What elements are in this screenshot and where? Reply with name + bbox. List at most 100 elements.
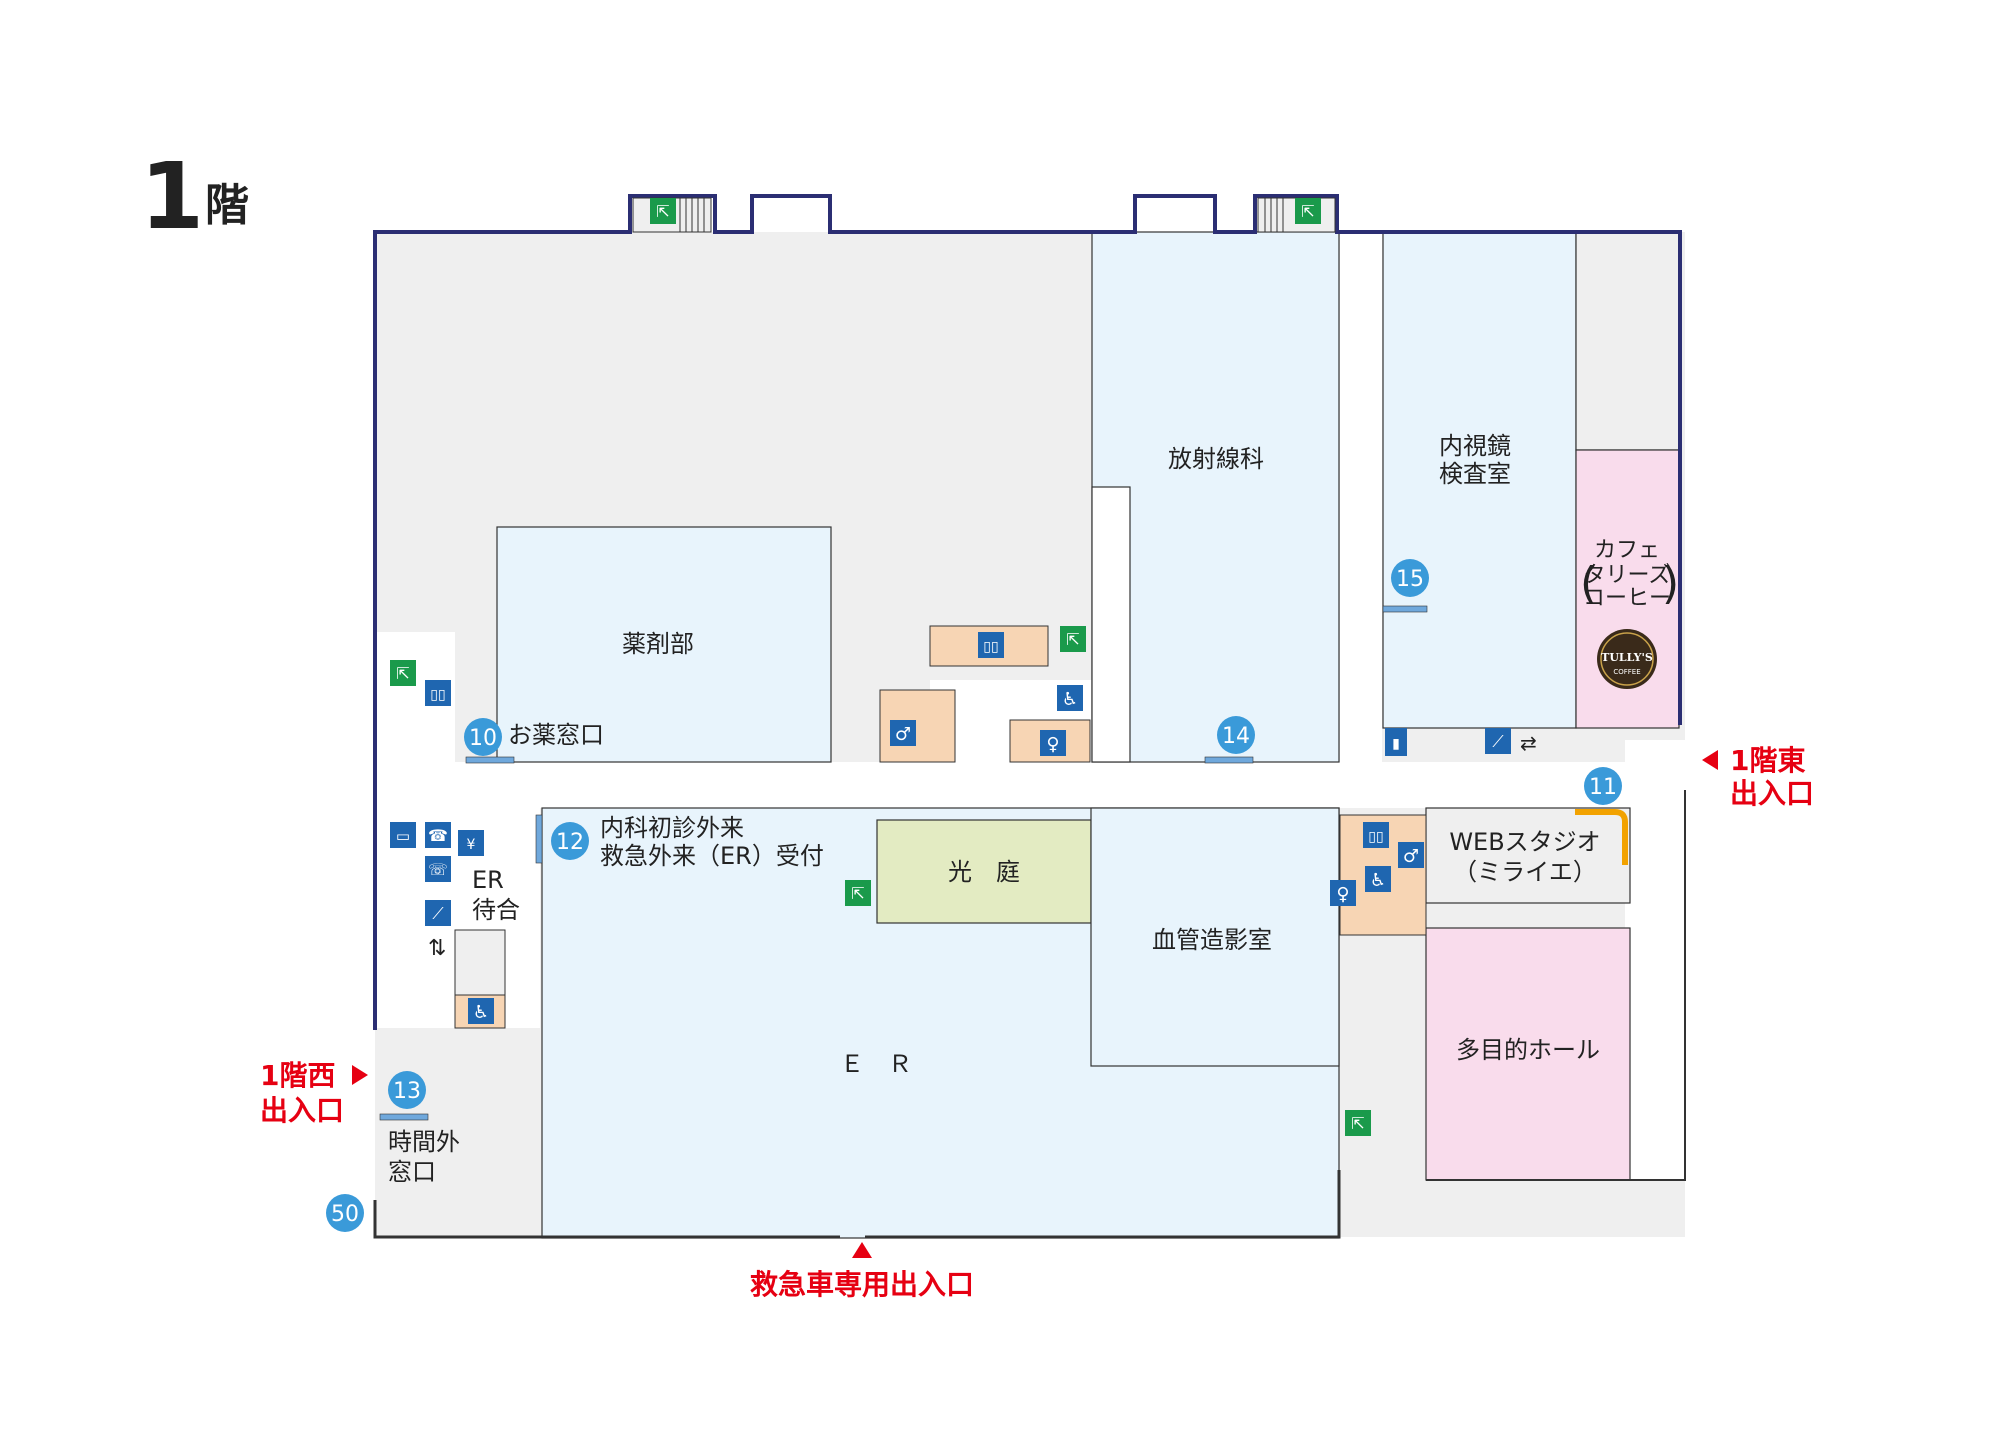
west-entrance-label-1: 1階西	[260, 1059, 335, 1092]
cafe-paren-open: (	[1580, 558, 1597, 609]
emergency-exit-icon: ⇱	[1295, 198, 1321, 224]
room-radiology	[1091, 231, 1340, 763]
tullys-coffee-logo: TULLY'S COFFEE	[1597, 629, 1657, 689]
elevator-icon: ▯▯	[978, 632, 1004, 658]
svg-text:♿: ♿	[1370, 870, 1386, 891]
svg-text:15: 15	[1396, 567, 1424, 592]
marker-12: 12	[551, 822, 589, 860]
public-phone-icon: ☏	[425, 856, 451, 882]
outer-wall-south	[373, 1170, 1341, 1239]
east-entrance-arrow	[1702, 750, 1718, 770]
svg-text:▯▯: ▯▯	[430, 687, 445, 703]
svg-text:▯▯: ▯▯	[983, 639, 998, 655]
cafe-paren-close: )	[1662, 558, 1679, 609]
emergency-exit-icon: ⇱	[845, 880, 871, 906]
svg-text:TULLY'S: TULLY'S	[1601, 651, 1653, 664]
svg-text:♀: ♀	[1046, 734, 1059, 755]
restroom-male-icon: ♂	[1398, 842, 1424, 868]
svg-text:11: 11	[1589, 775, 1617, 800]
elevator-icon: ▯▯	[1363, 822, 1389, 848]
svg-text:COFFEE: COFFEE	[1613, 668, 1640, 676]
counter-medicine	[465, 756, 515, 764]
corridor-north	[1340, 232, 1382, 772]
restroom-female-icon: ♀	[1040, 730, 1066, 756]
svg-text:☎: ☎	[428, 826, 448, 845]
room-cafe-upper	[1575, 231, 1680, 451]
label-after-hours-1: 時間外	[388, 1128, 460, 1156]
svg-text:⇱: ⇱	[1301, 202, 1314, 221]
room-hall	[1425, 927, 1631, 1181]
svg-text:♂: ♂	[1403, 846, 1419, 867]
room-angio	[1090, 807, 1340, 1067]
counter-er-reception	[535, 814, 543, 864]
marker-14: 14	[1217, 716, 1255, 754]
counter-endoscopy	[1382, 605, 1428, 613]
svg-text:13: 13	[393, 1079, 421, 1104]
marker-11: 11	[1584, 767, 1622, 805]
label-cafe-3: コーヒー	[1583, 586, 1671, 611]
svg-text:♀: ♀	[1336, 884, 1349, 905]
marker-15: 15	[1391, 559, 1429, 597]
label-angio: 血管造影室	[1152, 926, 1272, 954]
escalator-direction-arrows: ⇄	[1520, 731, 1537, 755]
svg-text:⇱: ⇱	[1066, 630, 1079, 649]
label-er: Ｅ Ｒ	[840, 1050, 912, 1078]
svg-text:10: 10	[469, 726, 497, 751]
label-courtyard: 光 庭	[948, 858, 1020, 886]
label-medicine-window: お薬窓口	[508, 721, 604, 749]
tv-icon: ▭	[390, 822, 416, 848]
svg-text:⟋: ⟋	[432, 904, 444, 923]
courtyard-overlay	[876, 819, 1092, 924]
label-cafe-1: カフェ	[1594, 538, 1660, 563]
ambulance-entrance-arrow	[852, 1242, 872, 1258]
svg-text:⇱: ⇱	[656, 202, 669, 221]
emergency-exit-icon: ⇱	[650, 198, 676, 224]
emergency-exit-icon: ⇱	[1060, 626, 1086, 652]
svg-text:▮: ▮	[1392, 736, 1400, 752]
escalator-direction-arrows: ⇅	[428, 936, 446, 961]
marker-50: 50	[326, 1194, 364, 1232]
label-internal-2: 救急外来（ER）受付	[600, 842, 824, 870]
restroom-male-icon: ♂	[890, 720, 916, 746]
floor-number: 1	[140, 143, 204, 250]
svg-text:50: 50	[331, 1202, 359, 1227]
west-entrance-arrow	[352, 1065, 368, 1085]
svg-text:⇱: ⇱	[851, 884, 864, 903]
floor-kanji: 階	[205, 180, 249, 231]
east-entrance-label-1: 1階東	[1730, 744, 1805, 777]
svg-text:♿: ♿	[473, 1002, 489, 1023]
svg-text:⟋: ⟋	[1492, 732, 1504, 751]
east-entrance-label-2: 出入口	[1730, 777, 1814, 810]
label-endoscopy-2: 検査室	[1439, 460, 1511, 488]
label-radiology: 放射線科	[1168, 445, 1264, 473]
label-after-hours-2: 窓口	[388, 1158, 436, 1186]
svg-text:12: 12	[556, 830, 584, 855]
marker-13: 13	[388, 1071, 426, 1109]
ambulance-entrance-label: 救急車専用出入口	[750, 1268, 974, 1301]
outer-wall-east-lower	[1426, 790, 1686, 1181]
svg-text:☏: ☏	[428, 860, 448, 879]
svg-text:▯▯: ▯▯	[1368, 829, 1383, 845]
label-internal-1: 内科初診外来	[600, 814, 744, 842]
label-er-wait-1: ER	[472, 866, 504, 894]
svg-text:¥: ¥	[467, 837, 476, 853]
label-web-studio-2: （ミライエ）	[1453, 858, 1597, 886]
public-phone-icon: ☎	[425, 822, 451, 848]
svg-text:⇱: ⇱	[396, 664, 409, 683]
escalator-icon: ⟋	[425, 900, 451, 926]
wheelchair-icon: ♿	[1365, 866, 1391, 892]
label-er-wait-2: 待合	[472, 896, 520, 924]
counter-after-hours	[379, 1113, 429, 1121]
label-pharmacy: 薬剤部	[622, 630, 694, 658]
wheelchair-icon: ♿	[1057, 685, 1083, 711]
west-entrance-label-2: 出入口	[260, 1094, 344, 1127]
info-counter	[1575, 809, 1628, 865]
corridor-main	[440, 762, 1685, 808]
svg-text:♿: ♿	[1062, 689, 1078, 710]
outer-wall	[373, 194, 1682, 1030]
elevator-icon: ▯▯	[425, 680, 451, 706]
svg-text:▭: ▭	[396, 827, 410, 845]
counter-radiology	[1204, 756, 1254, 764]
